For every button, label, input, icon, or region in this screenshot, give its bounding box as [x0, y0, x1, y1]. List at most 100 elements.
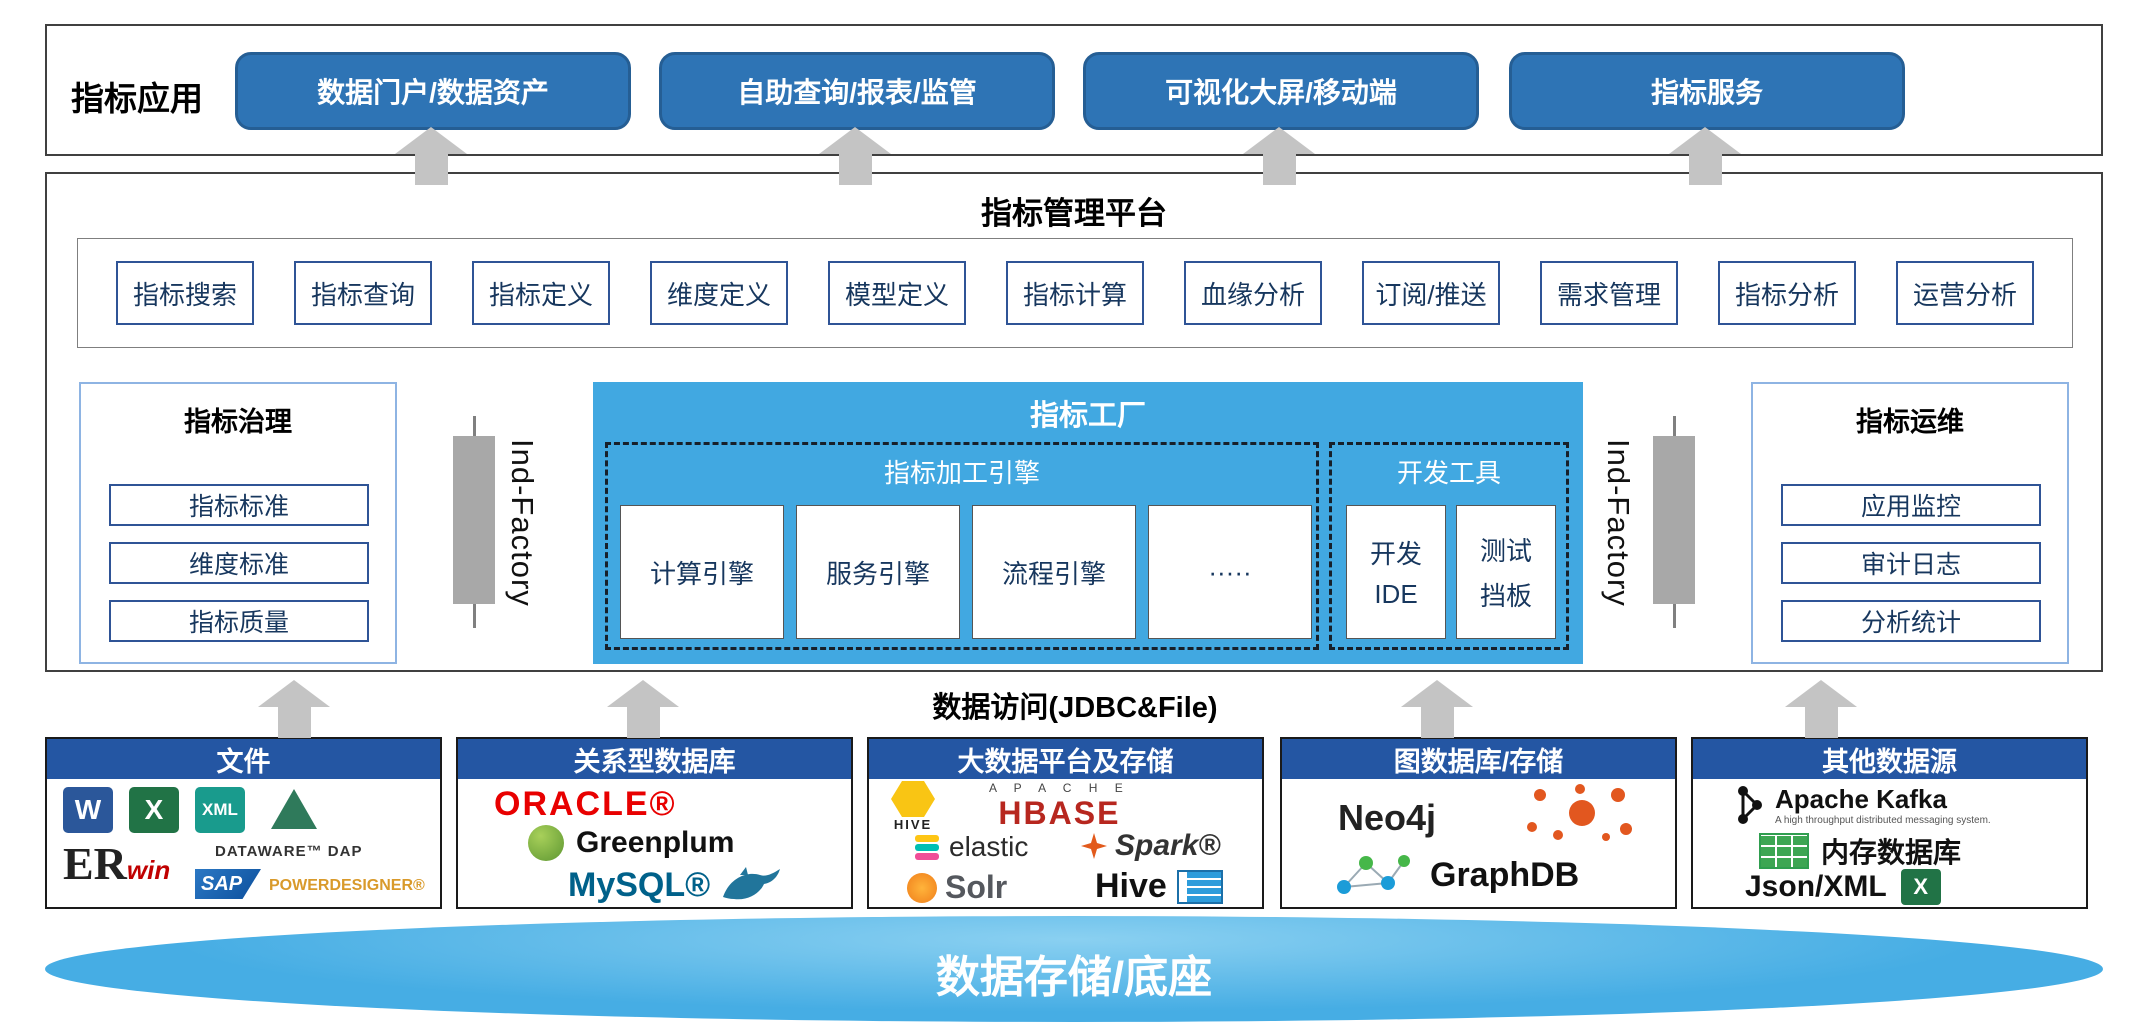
devtool-item-line: 挡板: [1479, 581, 1532, 611]
function-item: 指标定义: [472, 261, 610, 325]
ops-item: 分析统计: [1781, 600, 2041, 642]
hive2-text: Hive: [1095, 867, 1167, 905]
datasource-files-title: 文件: [47, 739, 440, 779]
engine-group: 指标加工引擎 计算引擎 服务引擎 流程引擎 ·····: [605, 442, 1319, 650]
ops-item: 审计日志: [1781, 542, 2041, 584]
hive-icon: HIVE: [891, 781, 935, 832]
function-item: 运营分析: [1896, 261, 2034, 325]
datasource-others: 其他数据源 Apache Kafka A high throughput dis…: [1691, 737, 2088, 909]
engine-item: 服务引擎: [796, 505, 960, 639]
function-item: 指标分析: [1718, 261, 1856, 325]
kafka-name: Apache Kafka: [1775, 784, 1947, 814]
ops-item: 应用监控: [1781, 484, 2041, 526]
network-icon: [1337, 855, 1410, 894]
up-arrow-icon: [1669, 127, 1741, 185]
base-label: 数据存储/底座: [935, 953, 1213, 1002]
base-disc: 数据存储/底座: [45, 916, 2103, 1022]
datasource-graphdb-body: Neo4j: [1282, 779, 1675, 905]
hbase-text: HBASE: [998, 795, 1121, 831]
platform-box: 指标管理平台 指标搜索 指标查询 指标定义 维度定义 模型定义 指标计算 血缘分…: [45, 172, 2103, 672]
function-item: 指标计算: [1006, 261, 1144, 325]
datasource-rdbms-body: ORACLE® Greenplum MySQL®: [458, 779, 851, 905]
neo4j-logo: Neo4j: [1338, 797, 1437, 838]
spark-logo: Spark®: [1081, 829, 1220, 863]
devtool-item-line: 开发: [1369, 539, 1422, 569]
hbase-logo: A P A C H E HBASE: [989, 781, 1130, 832]
powerdesigner-logo: POWERDESIGNER®: [269, 877, 425, 894]
devtools-group-title: 开发工具: [1396, 458, 1501, 488]
datasource-files-body: W X XML ER win DATAWARE™ DAP SAP POWERDE…: [47, 779, 440, 905]
graphdb-text: GraphDB: [1430, 855, 1580, 894]
factory-title: 指标工厂: [1029, 400, 1146, 432]
up-arrow-icon: [395, 127, 467, 185]
kafka-icon: [1738, 786, 1762, 824]
up-arrow-icon: [1785, 680, 1857, 738]
ops-title: 指标运维: [1856, 407, 1964, 437]
elastic-logo: elastic: [915, 831, 1028, 863]
jsonxml-text: Json/XML: [1745, 870, 1887, 903]
datasource-others-title: 其他数据源: [1693, 739, 2086, 779]
tree-icon: [271, 789, 317, 829]
factory-box: 指标工厂 指标加工引擎 计算引擎 服务引擎 流程引擎 ····· 开发工具 开发…: [593, 382, 1583, 664]
graphdb-dots-icon: [1527, 784, 1632, 841]
app-layer-box: 指标应用 数据门户/数据资产 自助查询/报表/监管 可视化大屏/移动端 指标服务: [45, 24, 2103, 156]
erwin-win-text: win: [126, 855, 171, 885]
datasource-others-body: Apache Kafka A high throughput distribut…: [1693, 779, 2086, 905]
kafka-logo: Apache Kafka A high throughput distribut…: [1733, 783, 1991, 827]
devtool-item-line: 测试: [1479, 536, 1532, 566]
up-arrow-icon: [258, 680, 330, 738]
governance-item: 指标质量: [109, 600, 369, 642]
app-layer-label: 指标应用: [71, 80, 203, 117]
dataware-logo: DATAWARE™ DAP: [215, 843, 363, 860]
up-arrow-icon: [1401, 680, 1473, 738]
erwin-logo: ER win: [63, 841, 170, 887]
governance-box: 指标治理 指标标准 维度标准 指标质量: [79, 382, 397, 664]
excel-letter: X: [1913, 874, 1929, 899]
ind-factory-label-left: Ind-Factory: [505, 439, 540, 607]
governance-item: 指标标准: [109, 484, 369, 526]
datasource-files: 文件 W X XML ER win DATAWARE™ DAP SAP POWE…: [45, 737, 442, 909]
up-arrow-icon: [819, 127, 891, 185]
devtools-group: 开发工具 开发 IDE 测试 挡板: [1329, 442, 1569, 650]
datasource-bigdata: 大数据平台及存储 HIVE A P A C H E HBASE elastic …: [867, 737, 1264, 909]
solr-logo: Solr: [907, 869, 1007, 906]
app-node-indicator-service: 指标服务: [1509, 52, 1905, 130]
governance-title: 指标治理: [184, 407, 292, 437]
function-item: 需求管理: [1540, 261, 1678, 325]
function-item: 指标搜索: [116, 261, 254, 325]
datasource-graphdb-title: 图数据库/存储: [1282, 739, 1675, 779]
elastic-text: elastic: [949, 831, 1029, 862]
devtool-item: 开发 IDE: [1346, 505, 1446, 639]
function-item: 维度定义: [650, 261, 788, 325]
functions-row: 指标搜索 指标查询 指标定义 维度定义 模型定义 指标计算 血缘分析 订阅/推送…: [77, 238, 2073, 348]
xml-letters: XML: [202, 800, 238, 819]
word-icon: W: [63, 787, 113, 833]
devtools-row: 开发 IDE 测试 挡板: [1346, 505, 1556, 639]
spark-text: Spark®: [1115, 829, 1221, 862]
spark-star-icon: [1081, 833, 1107, 859]
ops-box: 指标运维 应用监控 审计日志 分析统计: [1751, 382, 2069, 664]
app-node-visualization: 可视化大屏/移动端: [1083, 52, 1479, 130]
platform-title: 指标管理平台: [981, 196, 1167, 231]
data-access-label: 数据访问(JDBC&File): [932, 692, 1218, 724]
devtool-item-line: IDE: [1374, 579, 1418, 609]
excel-letter: X: [144, 794, 164, 825]
oracle-logo: ORACLE®: [494, 785, 677, 823]
erwin-er-text: ER: [63, 838, 127, 889]
hive-label: HIVE: [893, 817, 933, 832]
word-letter: W: [74, 794, 102, 825]
function-item: 订阅/推送: [1362, 261, 1500, 325]
engine-row: 计算引擎 服务引擎 流程引擎 ·····: [620, 505, 1312, 639]
connector-bar-left: [453, 436, 495, 604]
elastic-icon: [915, 834, 939, 861]
engine-group-title: 指标加工引擎: [883, 458, 1040, 488]
up-arrow-icon: [1243, 127, 1315, 185]
governance-item: 维度标准: [109, 542, 369, 584]
app-node-data-portal: 数据门户/数据资产: [235, 52, 631, 130]
hbase-apache-text: A P A C H E: [989, 781, 1130, 795]
solr-text: Solr: [945, 869, 1008, 905]
memdb-logo: 内存数据库: [1759, 831, 1961, 871]
mysql-text: MySQL®: [568, 865, 711, 904]
xml-icon: XML: [195, 787, 245, 833]
